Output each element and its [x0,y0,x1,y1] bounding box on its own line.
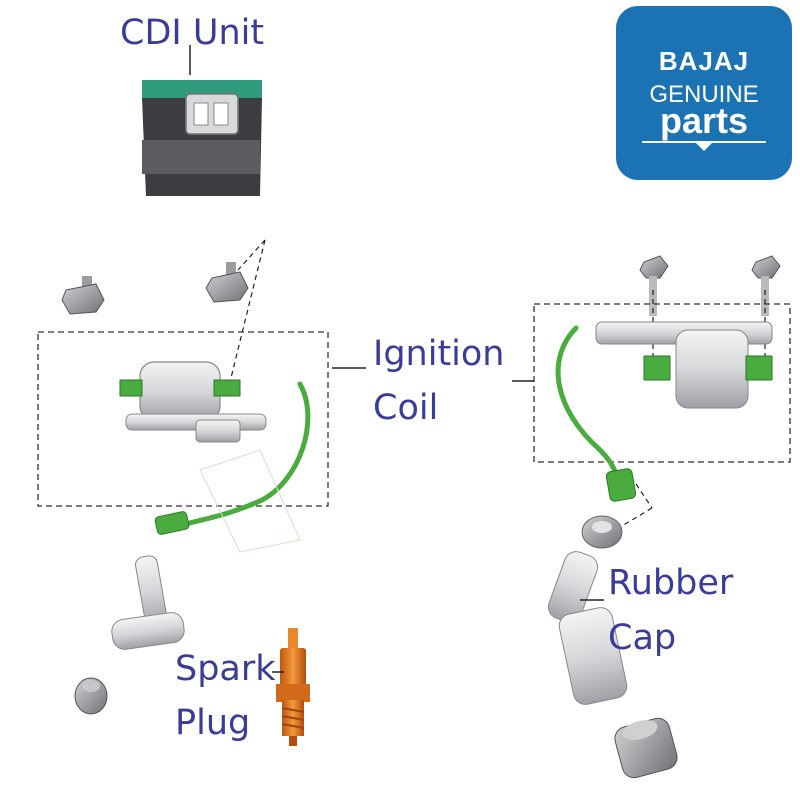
ignition-wire-left [183,381,311,527]
spark-plug-cap-right [547,551,628,705]
right-connector-dash [635,483,653,509]
ignition-coil-box-left [37,331,329,507]
ignition-coil-box-right [533,303,791,463]
bolt-right-1 [639,255,669,316]
rubber-nut-left [74,677,108,715]
bajaj-genuine-parts-logo: BAJAJ GENUINE parts [616,6,792,180]
ignition-coil-label-line2: Coil [373,388,439,428]
ignition-coil-label-line1: Ignition [373,334,505,374]
rubber-nut-right [614,717,678,779]
cdi-unit-label: CDI Unit [120,13,265,53]
rubber-cap-part [581,515,623,549]
spark-plug-label-line2: Plug [175,703,251,743]
spark-plug-cap-left [111,555,185,650]
cdi-unit-part [142,80,262,196]
bolt-left-1 [61,276,105,315]
left-bolt-dash-2 [237,239,266,271]
spark-plug-boot-connector-left [154,511,190,535]
spark-plug-label-line1: Spark [175,649,276,689]
logo-genuine: GENUINE [649,81,759,108]
bolt-right-2 [751,255,781,316]
bolt-left-2 [205,262,249,303]
ignition-wire-right [555,325,619,477]
spark-plug-boot-connector-right [605,468,637,502]
logo-brand: BAJAJ [658,46,750,76]
ignition-wire-sheath-left [199,449,301,553]
spark-plug-part [276,628,310,746]
logo-arrow-icon [696,143,712,151]
rubber-cap-label-line2: Cap [608,618,677,658]
logo-underline [642,141,766,143]
rubber-cap-label-line1: Rubber [608,563,734,603]
logo-parts: parts [659,100,749,141]
ignition-coil-right-part [595,321,773,409]
left-bolt-dash-1 [227,239,266,391]
ignition-coil-left-part [119,361,267,443]
